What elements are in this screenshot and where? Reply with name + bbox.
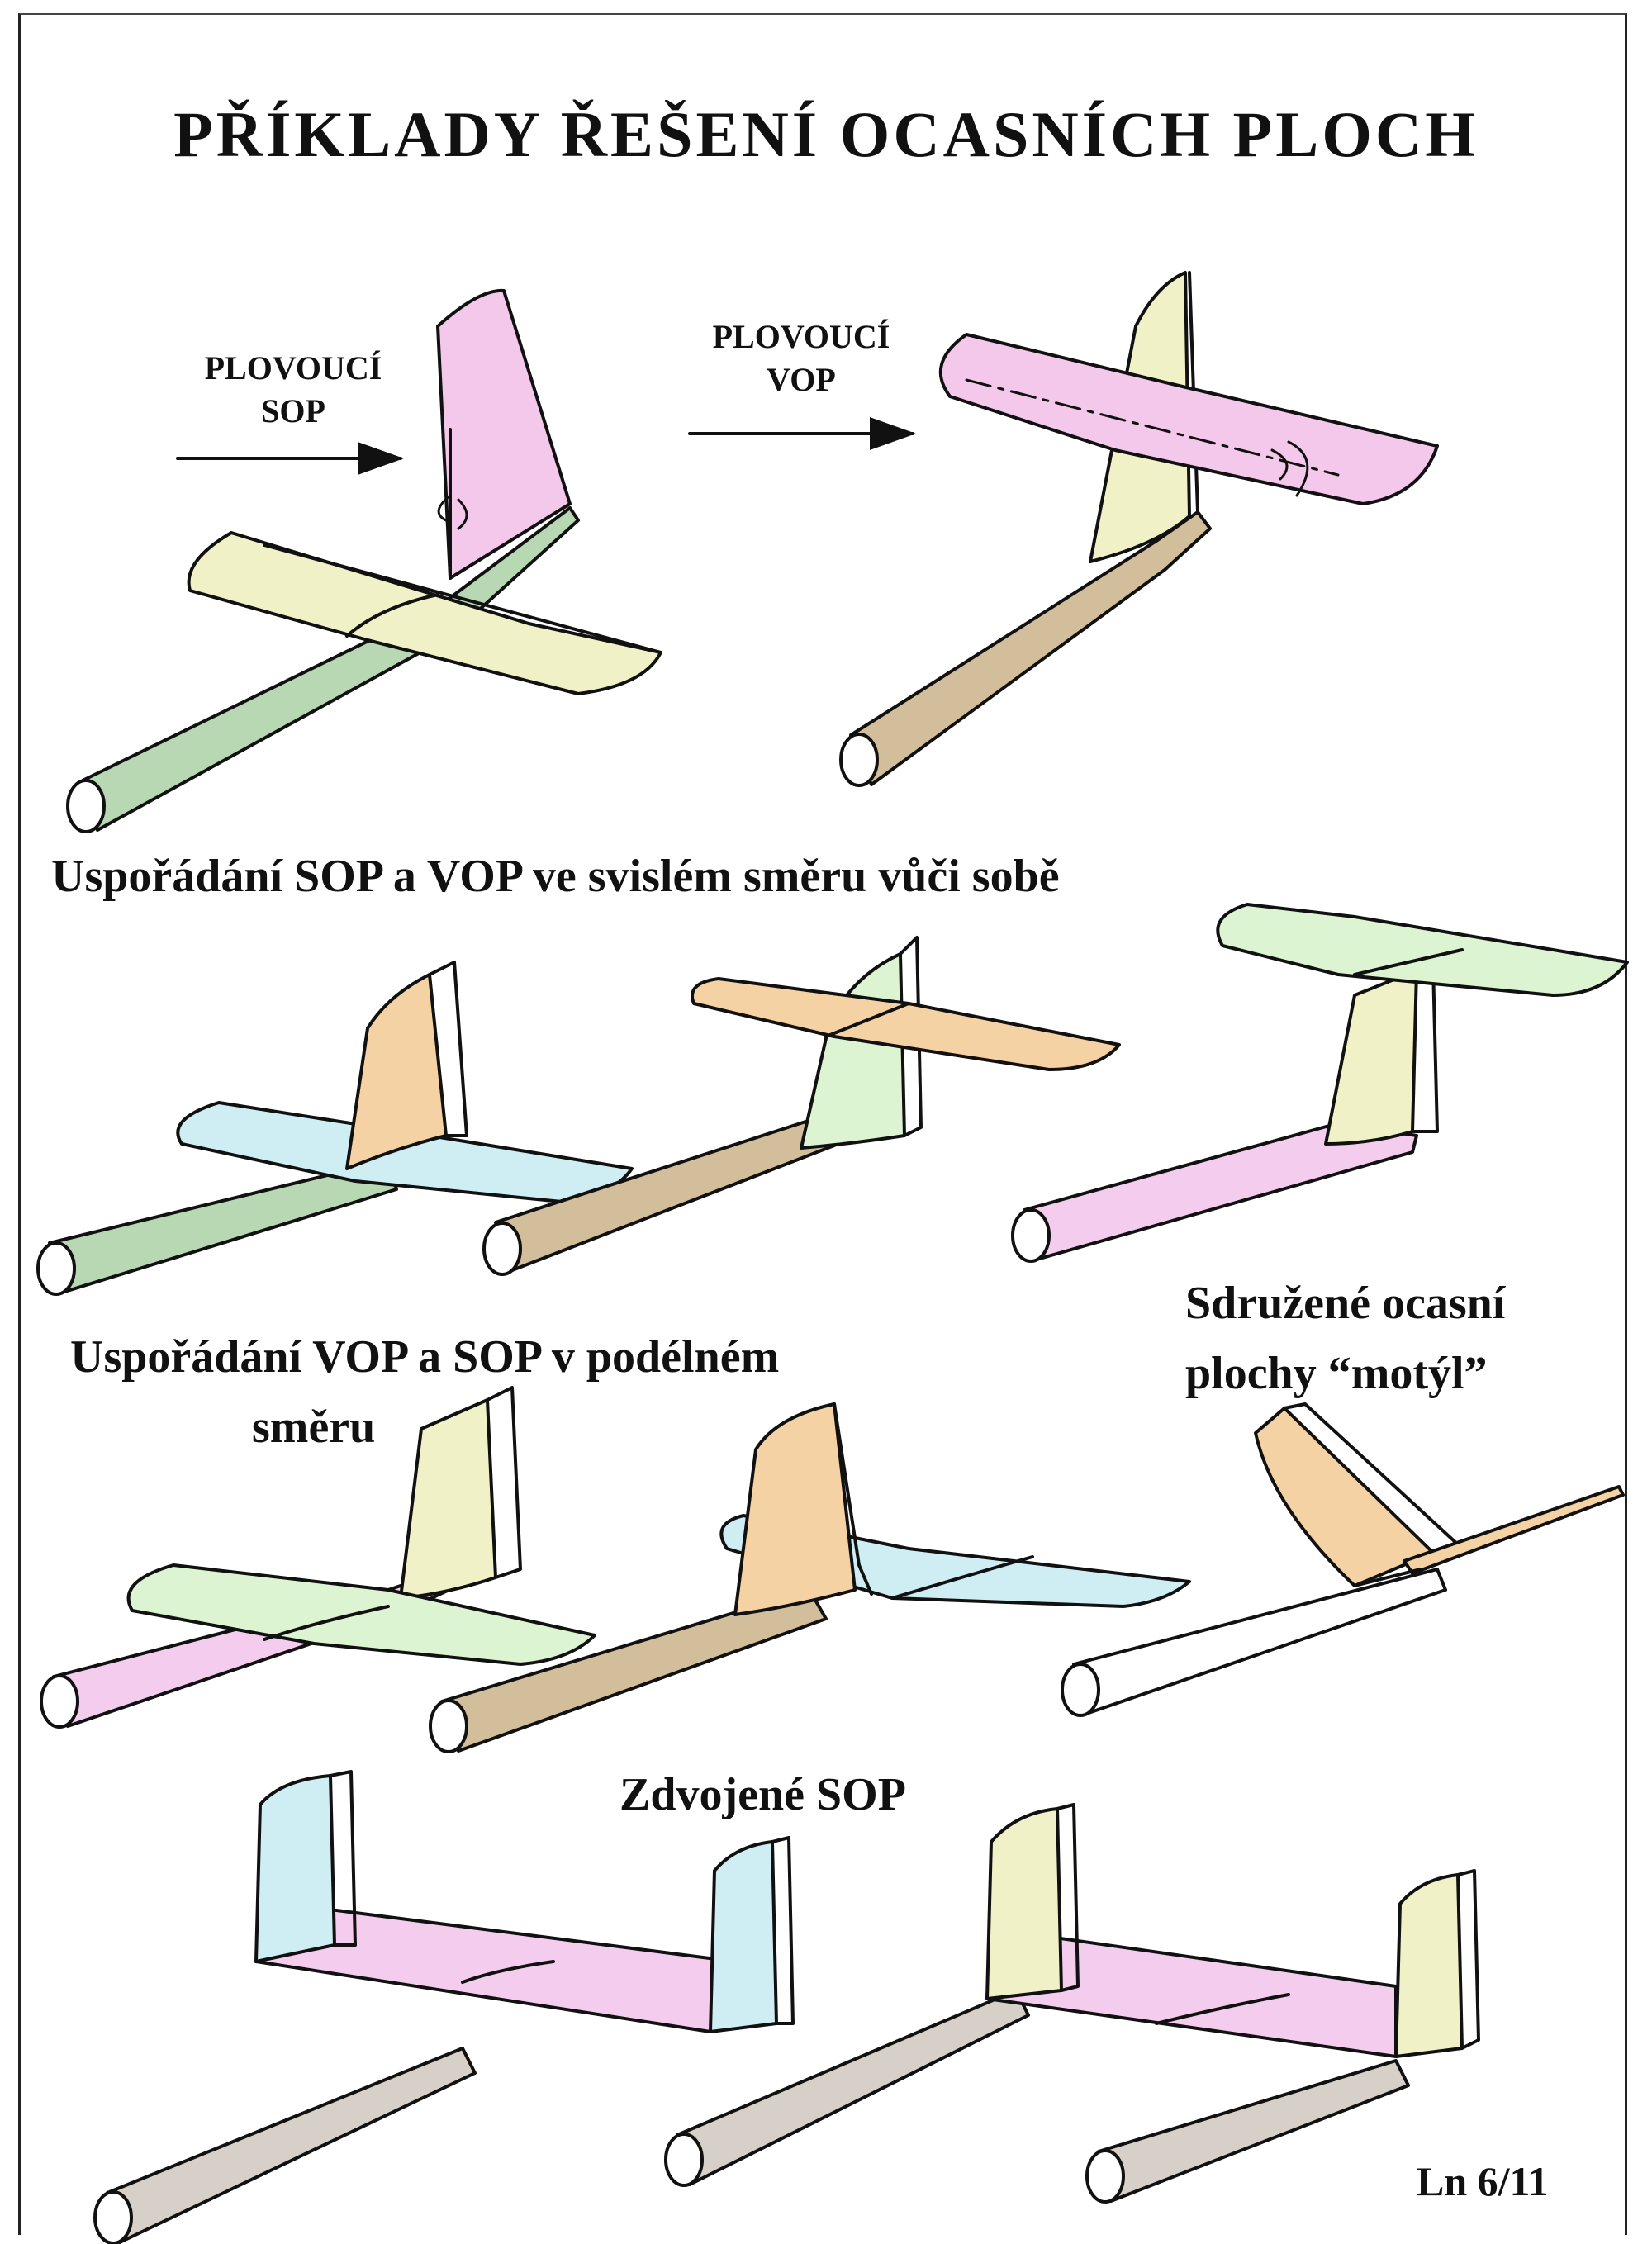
page-reference: Ln 6/11 <box>1417 2158 1549 2204</box>
fin-sop <box>733 1402 873 1616</box>
label-floating-vop-line2: VOP <box>767 361 836 398</box>
stabilizer-vop <box>938 333 1439 505</box>
page-title: PŘÍKLADY ŘEŠENÍ OCASNÍCH PLOCH <box>173 98 1479 170</box>
v-tail-surfaces <box>1254 1402 1625 1587</box>
label-floating-sop: PLOVOUCÍ SOP <box>169 347 417 433</box>
label-vertical-arrangement: Uspořádání SOP a VOP ve svislém směru vů… <box>51 851 1060 902</box>
model-low-vop <box>36 961 634 1296</box>
label-twin-sop: Zdvojené SOP <box>620 1769 906 1820</box>
model-mid-vop <box>482 936 1121 1276</box>
boom-tube <box>429 1588 828 1753</box>
fin-sop <box>1324 965 1439 1146</box>
fin-sop-right <box>709 1836 795 2033</box>
fin-sop <box>345 961 468 1170</box>
boom-tube <box>1011 1122 1418 1263</box>
boom-tube <box>93 2047 477 2244</box>
boom-tube <box>36 1159 398 1296</box>
label-longitudinal-line1: Uspořádání VOP a SOP v podélném <box>70 1331 780 1383</box>
model-forward-vop <box>40 1386 596 1729</box>
stabilizer-vop <box>691 977 1121 1071</box>
stabilizer-vop <box>187 531 662 695</box>
model-t-tail <box>1011 903 1629 1263</box>
model-floating-vop <box>688 271 1439 787</box>
model-twin-sop-yellow <box>664 1803 1480 2204</box>
boom-tube-right <box>1085 2059 1410 2204</box>
model-twin-sop-blue <box>93 1770 795 2244</box>
fin-sop-left <box>254 1770 357 1963</box>
stabilizer-vop <box>126 1563 596 1666</box>
stabilizer-vop <box>1216 903 1629 997</box>
label-floating-sop-line1: PLOVOUCÍ <box>204 349 382 387</box>
page-border <box>18 13 1627 2235</box>
label-floating-sop-line2: SOP <box>261 392 325 429</box>
model-floating-sop <box>66 288 662 833</box>
model-butterfly <box>1061 1402 1625 1717</box>
fin-sop-right <box>1394 1869 1480 2058</box>
label-longitudinal-line2: směru <box>252 1402 376 1453</box>
label-butterfly-line2: plochy “motýl” <box>1185 1348 1488 1399</box>
model-rear-vop <box>429 1402 1191 1753</box>
label-floating-vop-line1: PLOVOUCÍ <box>712 318 890 355</box>
boom-tube-left <box>664 1989 1030 2187</box>
boom-tube <box>839 510 1212 787</box>
fin-sop <box>399 1386 522 1600</box>
label-floating-vop: PLOVOUCÍ VOP <box>677 315 925 401</box>
boom-tube <box>1061 1568 1447 1717</box>
fin-sop <box>436 288 572 580</box>
label-butterfly-line1: Sdružené ocasní <box>1185 1278 1506 1329</box>
fin-sop-left <box>985 1803 1080 2000</box>
